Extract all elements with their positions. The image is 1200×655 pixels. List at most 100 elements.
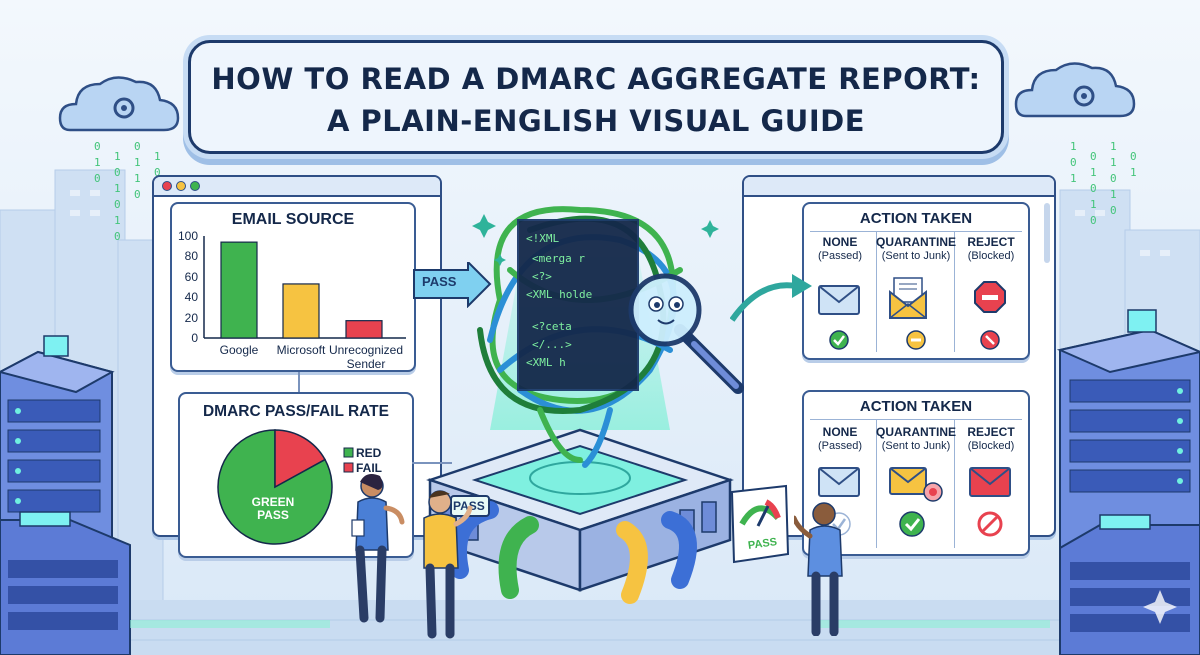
pass-fail-pie-chart bbox=[217, 429, 354, 545]
server-rack-left bbox=[0, 335, 131, 655]
bar-microsoft bbox=[282, 283, 320, 339]
svg-text:1: 1 bbox=[1090, 166, 1097, 179]
svg-text:1: 1 bbox=[1070, 140, 1077, 153]
legend-swatch-red bbox=[343, 462, 354, 473]
svg-text:1: 1 bbox=[134, 156, 141, 169]
check-icon bbox=[829, 330, 849, 350]
legend-swatch-green bbox=[343, 447, 354, 458]
pass-arrow-label: PASS bbox=[422, 274, 457, 289]
cloud-gear-icon bbox=[1014, 62, 1136, 118]
x-category-label: Unrecognized Sender bbox=[328, 343, 404, 371]
code-line: <XML h bbox=[526, 356, 566, 369]
y-tick-label: 80 bbox=[184, 249, 198, 263]
action-taken-title: ACTION TAKEN bbox=[859, 398, 973, 415]
svg-text:1: 1 bbox=[1070, 172, 1077, 185]
window-titlebar bbox=[154, 177, 440, 197]
svg-text:0: 0 bbox=[1110, 172, 1117, 185]
blocked-icon bbox=[980, 330, 1000, 350]
svg-text:1: 1 bbox=[134, 172, 141, 185]
flow-arrow-right bbox=[730, 274, 812, 322]
svg-text:1: 1 bbox=[1110, 140, 1117, 153]
code-line: <?ceta bbox=[532, 320, 572, 333]
envelope-icon bbox=[889, 467, 943, 502]
action-icons-top bbox=[818, 277, 1006, 350]
svg-text:0: 0 bbox=[1090, 150, 1097, 163]
maximize-dot-icon[interactable] bbox=[190, 181, 200, 191]
envelope-icon bbox=[818, 467, 860, 497]
magnifier-icon bbox=[628, 273, 744, 394]
pie-slice-label: GREEN PASS bbox=[251, 495, 295, 522]
svg-text:1: 1 bbox=[1130, 166, 1137, 179]
code-line: <?> bbox=[532, 270, 552, 283]
envelope-icon bbox=[969, 467, 1011, 497]
column-none: NONE(Passed) bbox=[817, 425, 863, 452]
svg-text:1: 1 bbox=[114, 182, 121, 195]
y-tick-label: 0 bbox=[191, 331, 198, 345]
cloud-gear-icon bbox=[58, 76, 180, 132]
sparkle-icon bbox=[472, 214, 496, 238]
envelope-icon bbox=[818, 285, 860, 315]
legend-label-fail: FAIL bbox=[356, 461, 382, 475]
center-xml-tangle-illustration: <!XML <merga r <?> <XML holde <?ceta </.… bbox=[426, 206, 744, 604]
column-none: NONE(Passed) bbox=[817, 235, 863, 262]
pass-fail-title: DMARC PASS/FAIL RATE bbox=[202, 403, 389, 420]
email-source-title: EMAIL SOURCE bbox=[231, 211, 355, 228]
gauge-screen bbox=[730, 484, 790, 564]
column-reject: REJECT(Blocked) bbox=[967, 425, 1015, 452]
svg-text:0: 0 bbox=[134, 140, 141, 153]
title-line-2: A PLAIN-ENGLISH VISUAL GUIDE bbox=[326, 104, 866, 138]
svg-text:0: 0 bbox=[114, 198, 121, 211]
svg-text:1: 1 bbox=[154, 150, 161, 163]
x-category-label: Microsoft bbox=[276, 343, 326, 357]
y-tick-label: 20 bbox=[184, 311, 198, 325]
action-taken-title: ACTION TAKEN bbox=[859, 210, 973, 227]
x-category-label: Google bbox=[219, 343, 259, 357]
email-source-bar-chart bbox=[203, 236, 406, 339]
blocked-icon bbox=[977, 511, 1003, 537]
person-woman bbox=[351, 474, 405, 623]
minus-icon bbox=[906, 330, 926, 350]
svg-text:0: 0 bbox=[134, 188, 141, 201]
person-man-right bbox=[794, 502, 843, 636]
svg-text:0: 0 bbox=[1070, 156, 1077, 169]
code-line: <!XML bbox=[526, 232, 559, 245]
svg-text:1: 1 bbox=[114, 150, 121, 163]
svg-text:0: 0 bbox=[1130, 150, 1137, 163]
pie-slice-fail bbox=[274, 429, 326, 489]
svg-text:0: 0 bbox=[1090, 182, 1097, 195]
open-envelope-icon bbox=[889, 277, 927, 319]
server-rack-right bbox=[1056, 309, 1200, 655]
bar-google bbox=[220, 241, 258, 339]
svg-text:1: 1 bbox=[94, 156, 101, 169]
code-line: <merga r bbox=[532, 252, 585, 265]
minimize-dot-icon[interactable] bbox=[176, 181, 186, 191]
svg-text:0: 0 bbox=[114, 166, 121, 179]
column-quarantine: QUARANTINE(Sent to Junk) bbox=[876, 235, 956, 262]
code-line: <XML holde bbox=[526, 288, 592, 301]
svg-text:1: 1 bbox=[1090, 198, 1097, 211]
sparkle-icon bbox=[1143, 590, 1177, 624]
close-dot-icon[interactable] bbox=[162, 181, 172, 191]
svg-text:0: 0 bbox=[94, 140, 101, 153]
scrollbar-thumb[interactable] bbox=[1044, 203, 1050, 263]
y-tick-label: 40 bbox=[184, 290, 198, 304]
bar-unrecognized-sender bbox=[345, 320, 383, 339]
sparkle-icon bbox=[701, 220, 719, 238]
code-line: </...> bbox=[532, 338, 572, 351]
y-tick-label: 60 bbox=[184, 270, 198, 284]
title-line-1: HOW TO READ A DMARC AGGREGATE REPORT: bbox=[211, 62, 981, 96]
person-man-center bbox=[423, 490, 473, 639]
y-tick-label: 100 bbox=[177, 229, 198, 243]
svg-text:0: 0 bbox=[94, 172, 101, 185]
column-reject: REJECT(Blocked) bbox=[967, 235, 1015, 262]
svg-text:0: 0 bbox=[1110, 204, 1117, 217]
svg-text:1: 1 bbox=[114, 214, 121, 227]
svg-text:1: 1 bbox=[1110, 156, 1117, 169]
stop-sign-icon bbox=[974, 281, 1006, 313]
svg-text:1: 1 bbox=[1110, 188, 1117, 201]
window-titlebar bbox=[744, 177, 1054, 197]
action-icons-bottom bbox=[818, 467, 1011, 537]
legend-label-red: RED bbox=[356, 446, 382, 460]
column-quarantine: QUARANTINE(Sent to Junk) bbox=[876, 425, 956, 452]
svg-text:0: 0 bbox=[154, 166, 161, 179]
